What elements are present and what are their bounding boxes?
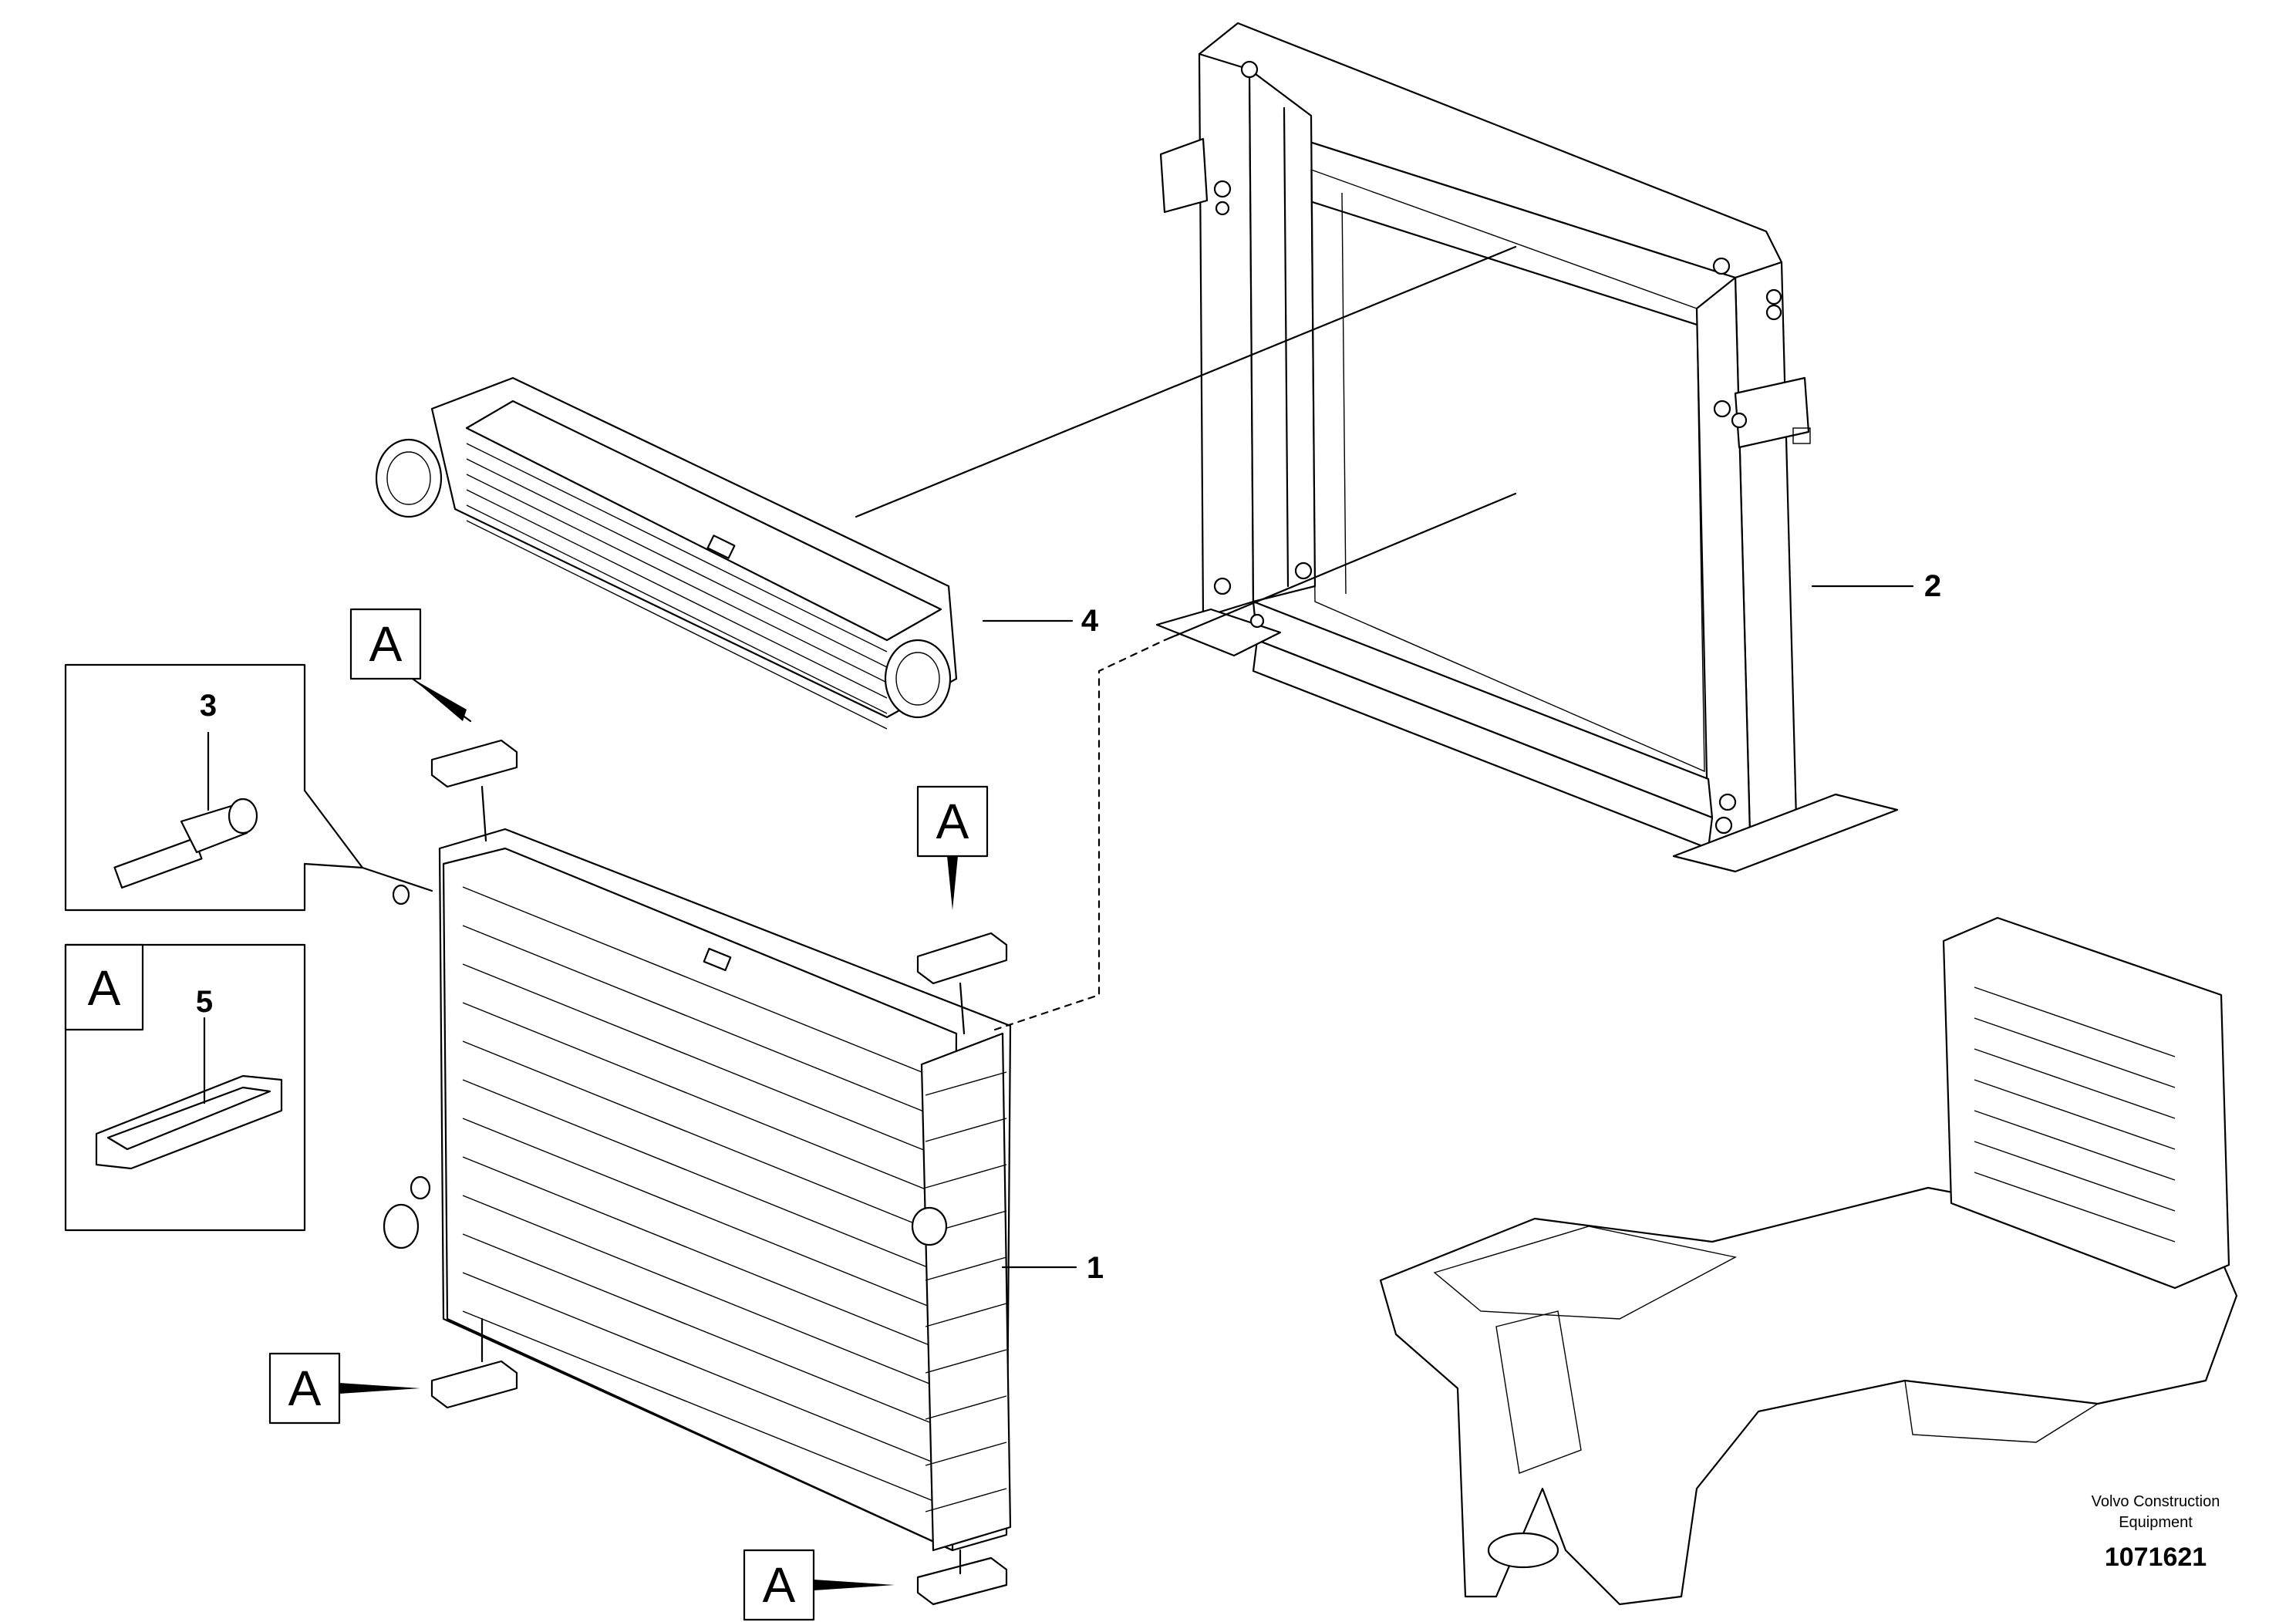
callout-leaders [982, 585, 1914, 1269]
overview-radiator-core [1974, 986, 2176, 1243]
callout-part-5: 5 [196, 985, 213, 1019]
frame-bolt-holes [1213, 60, 1782, 835]
view-a-marker-3: A [268, 1352, 420, 1425]
view-a-marker-4: A [743, 1549, 895, 1621]
clip-top-right [916, 932, 1008, 1035]
brand-line-1: Volvo Construction [2092, 1493, 2220, 1510]
svg-text:A: A [763, 1557, 796, 1613]
leader-frame-to-radiator [1163, 492, 1517, 642]
callout-part-2: 2 [1924, 569, 1941, 603]
radiator-tank-ribs [925, 1071, 1007, 1512]
machine-frame-overview [1379, 916, 2238, 1606]
callout-part-3: 3 [200, 689, 217, 723]
brand-line-2: Equipment [2119, 1514, 2193, 1531]
temperature-sensor [113, 731, 258, 889]
leader-radiator-dashed [993, 639, 1166, 1031]
view-a-label-box: A [88, 960, 121, 1016]
clip-bottom-left [430, 1317, 518, 1409]
radiator-core-lines [462, 886, 942, 1505]
svg-text:A: A [936, 794, 969, 849]
clip-part-5-detail [95, 1017, 283, 1170]
view-a-marker-1: A [349, 608, 472, 723]
charge-air-cooler [375, 376, 958, 730]
svg-text:A: A [288, 1361, 322, 1416]
document-number: 1071621 [2105, 1543, 2207, 1572]
view-a-marker-2: A [916, 785, 989, 910]
clip-top-left [430, 739, 518, 842]
leader-cooler-to-frame [855, 245, 1517, 518]
callout-part-1: 1 [1087, 1251, 1104, 1285]
detail-box-view-a: A [64, 943, 306, 1232]
detail-box-part-3 [64, 663, 433, 912]
svg-text:A: A [369, 616, 403, 672]
cooler-fins [466, 443, 888, 730]
clip-bottom-right [916, 1549, 1008, 1606]
callout-part-4: 4 [1081, 604, 1099, 638]
radiator [383, 828, 1012, 1552]
radiator-frame [1155, 22, 1899, 873]
